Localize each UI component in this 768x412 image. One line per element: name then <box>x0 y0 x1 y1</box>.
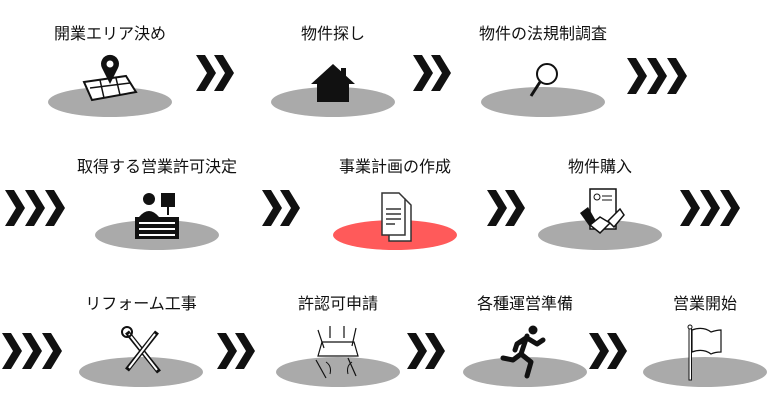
step-base <box>481 87 605 117</box>
step-label: 事業計画の作成 <box>338 157 451 176</box>
magnifier-icon <box>529 63 558 97</box>
step-base <box>79 357 203 387</box>
step-label: 各種運営準備 <box>476 294 573 313</box>
arrow-double <box>589 333 627 369</box>
step-renovation: リフォーム工事 <box>66 290 216 400</box>
arrow-double <box>262 190 300 226</box>
arrow-double <box>217 333 255 369</box>
reception-desk-icon <box>135 193 179 239</box>
step-label: 物件探し <box>300 24 365 43</box>
house-icon <box>311 64 355 102</box>
step-area-decision: 開業エリア決め <box>35 20 185 130</box>
step-label: 開業エリア決め <box>53 24 166 43</box>
map-pin-icon <box>82 54 138 102</box>
step-operation-prep: 各種運営準備 <box>450 290 600 400</box>
step-license-decision: 取得する営業許可決定 <box>77 153 237 263</box>
arrow-double <box>407 333 445 369</box>
step-base <box>643 357 767 387</box>
step-label: リフォーム工事 <box>85 294 197 313</box>
step-label: 物件購入 <box>567 157 632 176</box>
step-business-plan: 事業計画の作成 <box>320 153 470 263</box>
step-label: 営業開始 <box>672 294 737 313</box>
step-label: 物件の法規制調査 <box>478 24 607 43</box>
step-permit-application: 許認可申請 <box>263 290 413 400</box>
step-legal-research: 物件の法規制調査 <box>468 20 618 130</box>
flag-icon <box>687 324 722 381</box>
step-label: 許認可申請 <box>297 294 378 313</box>
tools-icon <box>121 326 161 374</box>
arrow-triple <box>680 190 740 226</box>
document-icon <box>381 192 412 242</box>
running-person-icon <box>500 325 546 379</box>
arrow-double <box>196 55 234 91</box>
step-base <box>463 357 587 387</box>
step-business-start: 営業開始 <box>630 290 768 400</box>
arrow-triple <box>2 333 62 369</box>
paperwork-hands-icon <box>315 326 359 379</box>
arrow-double <box>413 55 451 91</box>
step-property-purchase: 物件購入 <box>525 153 675 263</box>
step-base <box>276 357 400 387</box>
step-label: 取得する営業許可決定 <box>76 157 237 176</box>
arrow-triple <box>627 58 687 94</box>
arrow-triple <box>5 190 65 226</box>
handshake-contract-icon <box>580 188 625 235</box>
step-property-search: 物件探し <box>258 20 408 130</box>
